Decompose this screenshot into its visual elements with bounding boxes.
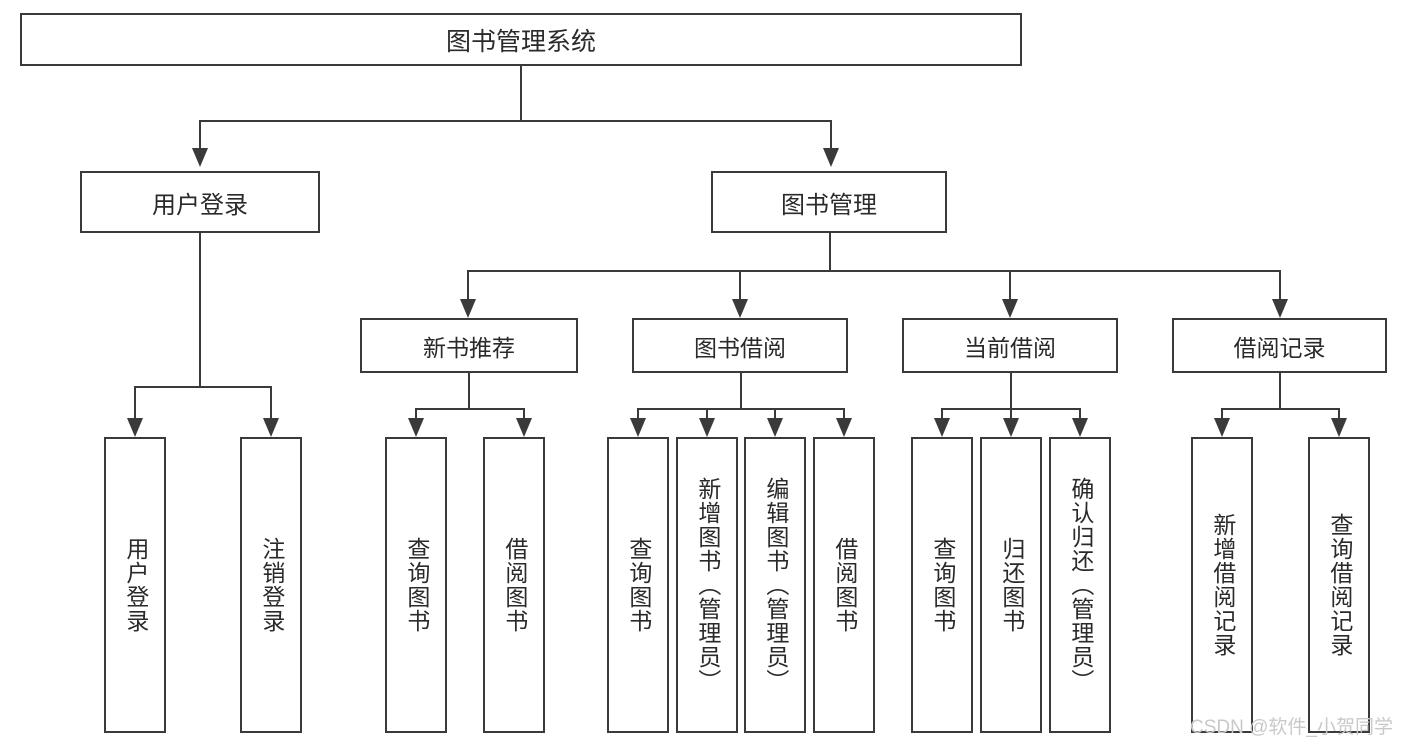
leaf-user-login-logout[interactable]: 注销登录 [240, 437, 302, 733]
leaf-user-login-login[interactable]: 用户登录 [104, 437, 166, 733]
node-label: 图书管理 [781, 191, 877, 219]
leaf-book-borrow-borrow[interactable]: 借阅图书 [813, 437, 875, 733]
connector-br-drop-2 [1338, 408, 1340, 418]
connector-root-drop-left [199, 120, 201, 148]
arrowhead-nbr-leaf-1 [408, 418, 424, 437]
connector-book-management-bus [467, 270, 1279, 272]
connector-bb-drop-3 [774, 408, 776, 418]
leaf-new-book-borrow[interactable]: 借阅图书 [483, 437, 545, 733]
leaf-book-borrow-add[interactable]: 新增图书（管理员） [676, 437, 738, 733]
connector-bb-drop-1 [637, 408, 639, 418]
arrowhead-to-book-borrow [732, 299, 748, 318]
connector-bb-bus [637, 408, 843, 410]
connector-bm-drop-4 [1279, 270, 1281, 299]
connector-cb-drop-2 [1010, 408, 1012, 418]
node-label: 查询图书 [929, 537, 956, 633]
arrowhead-br-leaf-2 [1331, 418, 1347, 437]
connector-bb-drop-4 [843, 408, 845, 418]
connector-book-management-stem [829, 233, 831, 270]
connector-user-login-drop-2 [270, 386, 272, 418]
node-label: 编辑图书（管理员） [762, 477, 789, 693]
arrowhead-to-user-login [192, 148, 208, 167]
arrowhead-to-book-management [823, 148, 839, 167]
arrowhead-to-borrow-record [1272, 299, 1288, 318]
leaf-borrow-record-query[interactable]: 查询借阅记录 [1308, 437, 1370, 733]
leaf-current-borrow-return[interactable]: 归还图书 [980, 437, 1042, 733]
node-user-login[interactable]: 用户登录 [80, 171, 320, 233]
node-root-system[interactable]: 图书管理系统 [20, 13, 1022, 66]
connector-bb-stem [740, 373, 742, 408]
connector-bb-drop-2 [706, 408, 708, 418]
arrowhead-cb-leaf-1 [934, 418, 950, 437]
leaf-current-borrow-query[interactable]: 查询图书 [911, 437, 973, 733]
arrowhead-cb-leaf-2 [1003, 418, 1019, 437]
node-label: 借阅记录 [1233, 334, 1326, 361]
node-current-borrow[interactable]: 当前借阅 [902, 318, 1118, 373]
leaf-borrow-record-add[interactable]: 新增借阅记录 [1191, 437, 1253, 733]
leaf-current-borrow-confirm-return[interactable]: 确认归还（管理员） [1049, 437, 1111, 733]
node-label: 用户登录 [152, 191, 248, 219]
node-label: 归还图书 [998, 537, 1025, 633]
node-label: 图书借阅 [694, 334, 786, 361]
node-label: 查询借阅记录 [1326, 513, 1353, 657]
leaf-book-borrow-edit[interactable]: 编辑图书（管理员） [744, 437, 806, 733]
node-label: 查询图书 [625, 537, 652, 633]
arrowhead-nbr-leaf-2 [516, 418, 532, 437]
connector-nbr-drop-1 [415, 408, 417, 418]
connector-bm-drop-1 [467, 270, 469, 299]
connector-bm-drop-2 [739, 270, 741, 299]
connector-br-bus [1221, 408, 1338, 410]
connector-br-drop-1 [1221, 408, 1223, 418]
node-label: 借阅图书 [501, 537, 528, 633]
arrowhead-br-leaf-1 [1214, 418, 1230, 437]
connector-cb-stem [1010, 373, 1012, 408]
connector-nbr-bus [415, 408, 523, 410]
node-label: 当前借阅 [964, 334, 1056, 361]
arrowhead-user-login-leaf-2 [263, 418, 279, 437]
arrowhead-to-new-book-recommend [460, 299, 476, 318]
connector-nbr-drop-2 [523, 408, 525, 418]
connector-nbr-stem [468, 373, 470, 408]
node-label: 图书管理系统 [445, 27, 596, 56]
connector-bm-drop-3 [1009, 270, 1011, 299]
arrowhead-bb-leaf-1 [630, 418, 646, 437]
node-label: 新增借阅记录 [1209, 513, 1236, 657]
arrowhead-bb-leaf-2 [699, 418, 715, 437]
arrowhead-bb-leaf-3 [767, 418, 783, 437]
leaf-book-borrow-query[interactable]: 查询图书 [607, 437, 669, 733]
arrowhead-cb-leaf-3 [1072, 418, 1088, 437]
node-label: 查询图书 [403, 537, 430, 633]
node-label: 借阅图书 [831, 537, 858, 633]
connector-user-login-bus [134, 386, 270, 388]
connector-cb-drop-1 [941, 408, 943, 418]
connector-cb-drop-3 [1079, 408, 1081, 418]
node-label: 新增图书（管理员） [694, 477, 721, 693]
leaf-new-book-query[interactable]: 查询图书 [385, 437, 447, 733]
arrowhead-bb-leaf-4 [836, 418, 852, 437]
arrowhead-to-current-borrow [1002, 299, 1018, 318]
node-label: 注销登录 [258, 537, 285, 633]
node-book-borrow[interactable]: 图书借阅 [632, 318, 848, 373]
node-label: 新书推荐 [423, 334, 515, 361]
arrowhead-user-login-leaf-1 [127, 418, 143, 437]
connector-root-bus [199, 120, 832, 122]
connector-root-stem [520, 66, 522, 120]
node-book-management[interactable]: 图书管理 [711, 171, 947, 233]
connector-user-login-drop-1 [134, 386, 136, 418]
node-label: 确认归还（管理员） [1067, 477, 1094, 693]
node-borrow-record[interactable]: 借阅记录 [1172, 318, 1387, 373]
connector-user-login-stem [199, 233, 201, 386]
connector-br-stem [1279, 373, 1281, 408]
node-new-book-recommend[interactable]: 新书推荐 [360, 318, 578, 373]
connector-root-drop-right [830, 120, 832, 148]
node-label: 用户登录 [122, 537, 149, 633]
